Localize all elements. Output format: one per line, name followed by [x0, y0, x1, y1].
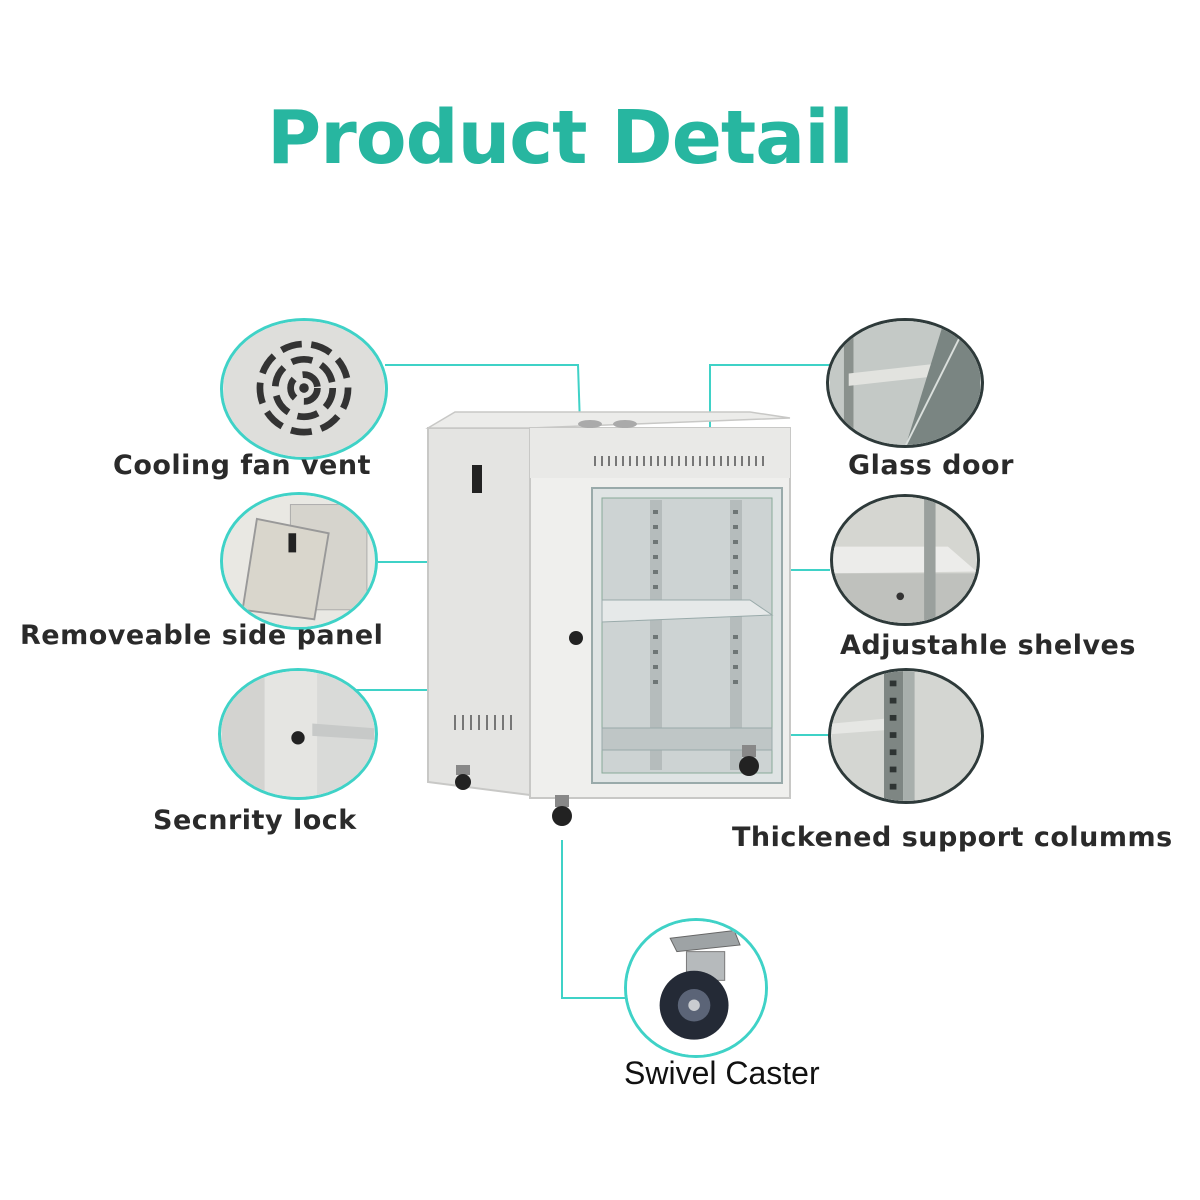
- caster-wheel-icon: [627, 921, 765, 1055]
- swivel-caster-label: Swivel Caster: [624, 1055, 820, 1091]
- side-panel-icon: [223, 495, 375, 627]
- security-lock-label: Secnrity lock: [153, 805, 357, 836]
- adjustable-shelves-bubble: [830, 494, 980, 626]
- glass-door-label: Glass door: [848, 450, 1014, 481]
- network-cabinet-illustration: [425, 411, 791, 826]
- support-column-icon: [831, 671, 981, 801]
- leader-swivel-caster: [561, 840, 630, 999]
- glass-door-icon: [829, 321, 981, 445]
- support-columns-bubble: [828, 668, 984, 804]
- side-panel-bubble: [220, 492, 378, 630]
- fan-vent-icon: [223, 321, 385, 457]
- removable-side-panel-label: Removeable side panel: [20, 620, 384, 651]
- glass-door-bubble: [826, 318, 984, 448]
- cooling-fan-vent-bubble: [220, 318, 388, 460]
- security-lock-bubble: [218, 668, 378, 800]
- shelf-icon: [833, 497, 977, 623]
- leader-cooling-fan-vent: [385, 364, 581, 426]
- lock-icon: [221, 671, 375, 797]
- page-title: Product Detail: [267, 95, 854, 181]
- adjustable-shelves-label: Adjustahle shelves: [840, 630, 1136, 661]
- cooling-fan-vent-label: Cooling fan vent: [113, 450, 372, 481]
- swivel-caster-bubble: [624, 918, 768, 1058]
- support-columns-label: Thickened support columms: [732, 822, 1173, 853]
